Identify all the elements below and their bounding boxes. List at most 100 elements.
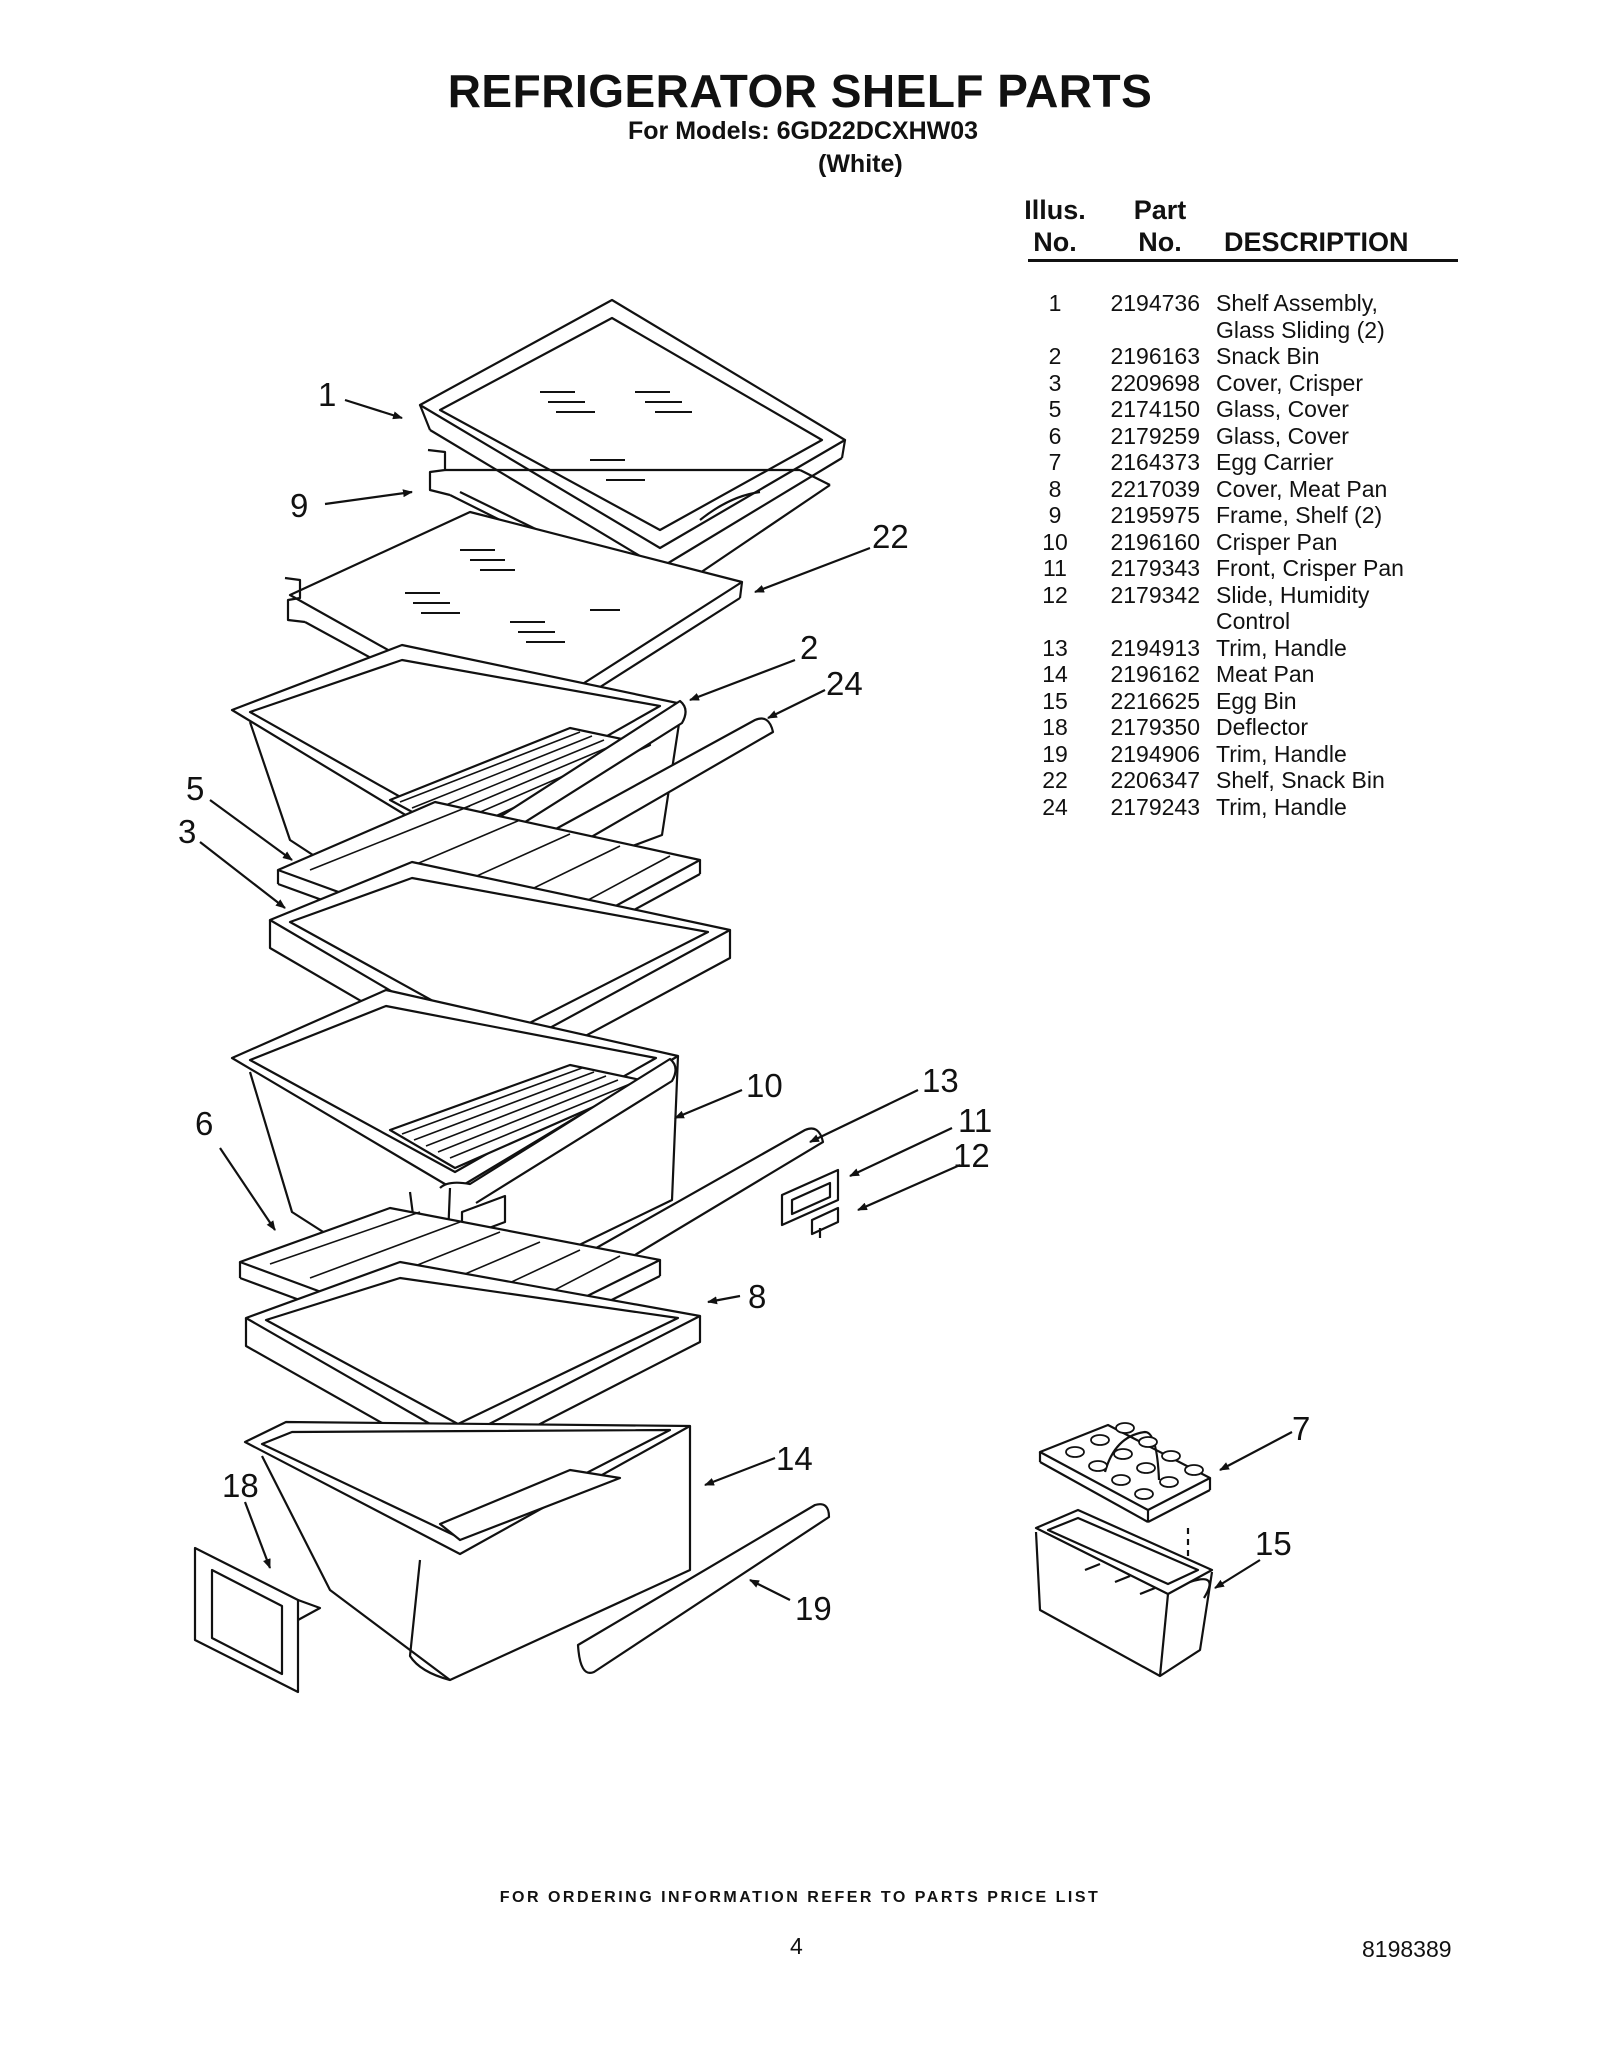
table-row: 22 2206347 Shelf, Snack Bin [1028, 767, 1468, 794]
part-no: 2196162 [1110, 661, 1200, 687]
table-row: 19 2194906 Trim, Handle [1028, 741, 1468, 768]
callout-2: 2 [800, 629, 818, 666]
callout-13: 13 [922, 1062, 959, 1099]
description: Shelf, Snack Bin [1216, 767, 1385, 793]
description: Meat Pan [1216, 661, 1315, 687]
trim-handle-19-drawing [576, 1503, 831, 1674]
description: Shelf Assembly, [1216, 290, 1378, 316]
crisper-pan-drawing [230, 988, 680, 1312]
part-no: 2206347 [1110, 767, 1200, 793]
description: Egg Bin [1216, 687, 1297, 714]
part-no: 2194906 [1110, 740, 1200, 767]
part-no: 2195975 [1110, 502, 1200, 528]
header-rule [1028, 259, 1458, 262]
header-part: Part No. [1133, 195, 1187, 257]
page-title: REFRIGERATOR SHELF PARTS [447, 65, 1153, 117]
callout-8: 8 [748, 1278, 766, 1315]
description: Snack Bin [1216, 343, 1320, 369]
illus-no: 2 [1048, 343, 1062, 369]
illus-no: 10 [1042, 528, 1068, 555]
document-number: 8198389 [1362, 1936, 1452, 1962]
illus-no: 12 [1042, 581, 1068, 608]
illus-no: 14 [1042, 661, 1068, 687]
callout-6: 6 [195, 1105, 213, 1142]
description: Trim, Handle [1216, 634, 1347, 661]
illus-no: 5 [1048, 396, 1062, 422]
part-no: 2164373 [1110, 449, 1200, 475]
description: Deflector [1216, 714, 1309, 740]
description: Crisper Pan [1216, 528, 1338, 555]
callout-11: 11 [958, 1102, 992, 1139]
egg-carrier-drawing [1038, 1422, 1212, 1560]
part-no: 2194913 [1110, 634, 1200, 661]
description: Trim, Handle [1216, 793, 1347, 820]
table-row: Glass Sliding (2) [1028, 317, 1468, 344]
table-row: 18 2179350 Deflector [1028, 714, 1468, 741]
part-no: 2217039 [1110, 475, 1200, 502]
part-no: 2174150 [1110, 396, 1200, 422]
callout-12: 12 [953, 1137, 990, 1174]
part-no: 2196160 [1110, 528, 1200, 555]
table-row: 5 2174150 Glass, Cover [1028, 396, 1468, 423]
page-number: 4 [790, 1933, 803, 1959]
illus-no: 8 [1048, 475, 1062, 502]
table-row: 13 2194913 Trim, Handle [1028, 635, 1468, 662]
part-no: 2209698 [1110, 369, 1200, 396]
illus-no: 22 [1042, 767, 1068, 793]
table-row: 9 2195975 Frame, Shelf (2) [1028, 502, 1468, 529]
meat-pan-drawing [243, 1420, 692, 1682]
header-description: DESCRIPTION [1224, 227, 1409, 257]
table-row: Control [1028, 608, 1468, 635]
description: Control [1216, 608, 1291, 634]
deflector-drawing [193, 1546, 322, 1694]
models-line: For Models: 6GD22DCXHW03 [628, 117, 979, 145]
illus-no: 19 [1042, 740, 1068, 767]
shelf-assembly-drawing [418, 298, 847, 569]
illus-no: 9 [1048, 502, 1062, 528]
color-line: (White) [818, 150, 903, 178]
header-illus: Illus. No. [1024, 195, 1086, 257]
callout-7: 7 [1292, 1410, 1310, 1447]
table-row: 6 2179259 Glass, Cover [1028, 423, 1468, 450]
callout-10: 10 [746, 1067, 783, 1104]
description: Frame, Shelf (2) [1216, 502, 1383, 528]
illus-no: 7 [1048, 449, 1062, 475]
callout-3: 3 [178, 813, 196, 850]
table-row: 14 2196162 Meat Pan [1028, 661, 1468, 688]
description: Cover, Meat Pan [1216, 475, 1388, 502]
illus-no: 13 [1042, 634, 1068, 661]
description: Glass, Cover [1216, 396, 1349, 422]
table-row: 8 2217039 Cover, Meat Pan [1028, 476, 1468, 503]
description: Glass, Cover [1216, 422, 1349, 449]
part-no: 2179342 [1110, 581, 1200, 608]
humidity-control-drawing [780, 1168, 840, 1238]
callout-14: 14 [776, 1440, 813, 1477]
part-no: 2179350 [1110, 714, 1200, 740]
part-no: 2216625 [1110, 687, 1200, 714]
part-no: 2179243 [1110, 793, 1200, 820]
ordering-footer: FOR ORDERING INFORMATION REFER TO PARTS … [499, 1889, 1101, 1906]
part-no: 2179343 [1110, 555, 1200, 581]
egg-bin-drawing [1034, 1508, 1214, 1678]
callout-15: 15 [1255, 1525, 1292, 1562]
illus-no: 18 [1042, 714, 1068, 740]
callout-18: 18 [222, 1467, 259, 1504]
callout-22: 22 [872, 518, 909, 555]
callout-5: 5 [186, 770, 204, 807]
description: Trim, Handle [1216, 740, 1347, 767]
callout-24: 24 [826, 665, 863, 702]
description: Glass Sliding (2) [1216, 316, 1385, 343]
description: Front, Crisper Pan [1216, 555, 1404, 581]
illus-no: 6 [1048, 422, 1062, 449]
table-row: 10 2196160 Crisper Pan [1028, 529, 1468, 556]
part-no: 2179259 [1110, 422, 1200, 449]
description: Cover, Crisper [1216, 369, 1363, 396]
